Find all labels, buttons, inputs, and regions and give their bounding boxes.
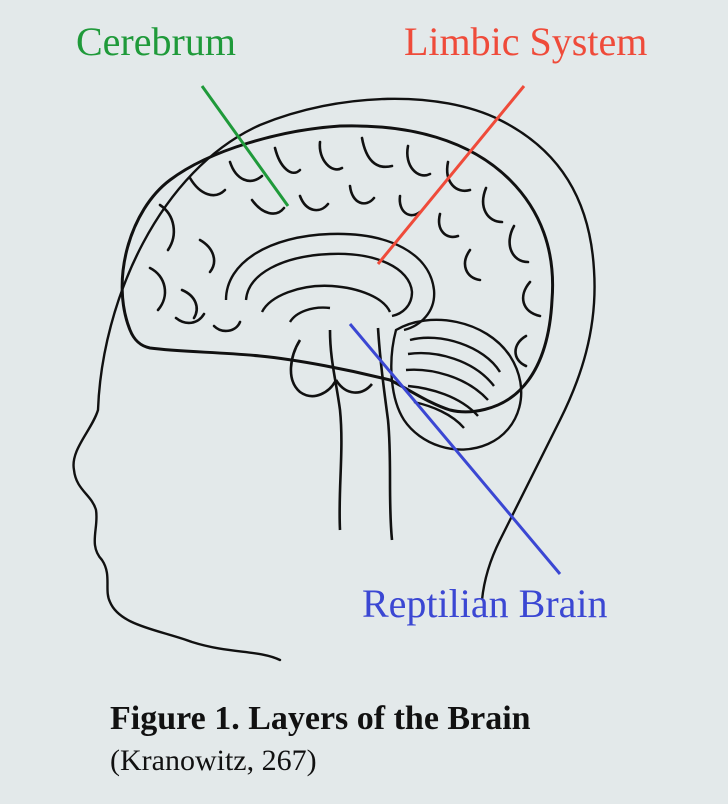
label-cerebrum: Cerebrum <box>76 19 236 64</box>
limbic-pointer-line <box>376 85 526 265</box>
gyri-folds <box>148 136 542 368</box>
figure-caption-title: Figure 1. Layers of the Brain <box>110 700 531 737</box>
skull-outline <box>480 539 502 601</box>
brainstem <box>289 327 394 541</box>
cerebrum-outline <box>120 124 555 414</box>
cerebellum <box>390 318 523 451</box>
label-reptilian-brain: Reptilian Brain <box>362 581 608 626</box>
head-outline <box>72 97 596 662</box>
figure-caption-citation: (Kranowitz, 267) <box>110 744 317 777</box>
reptilian-pointer-line <box>348 323 562 575</box>
cerebrum-pointer-line <box>200 85 290 207</box>
limbic-structures <box>224 232 436 332</box>
label-limbic-system: Limbic System <box>404 19 648 64</box>
